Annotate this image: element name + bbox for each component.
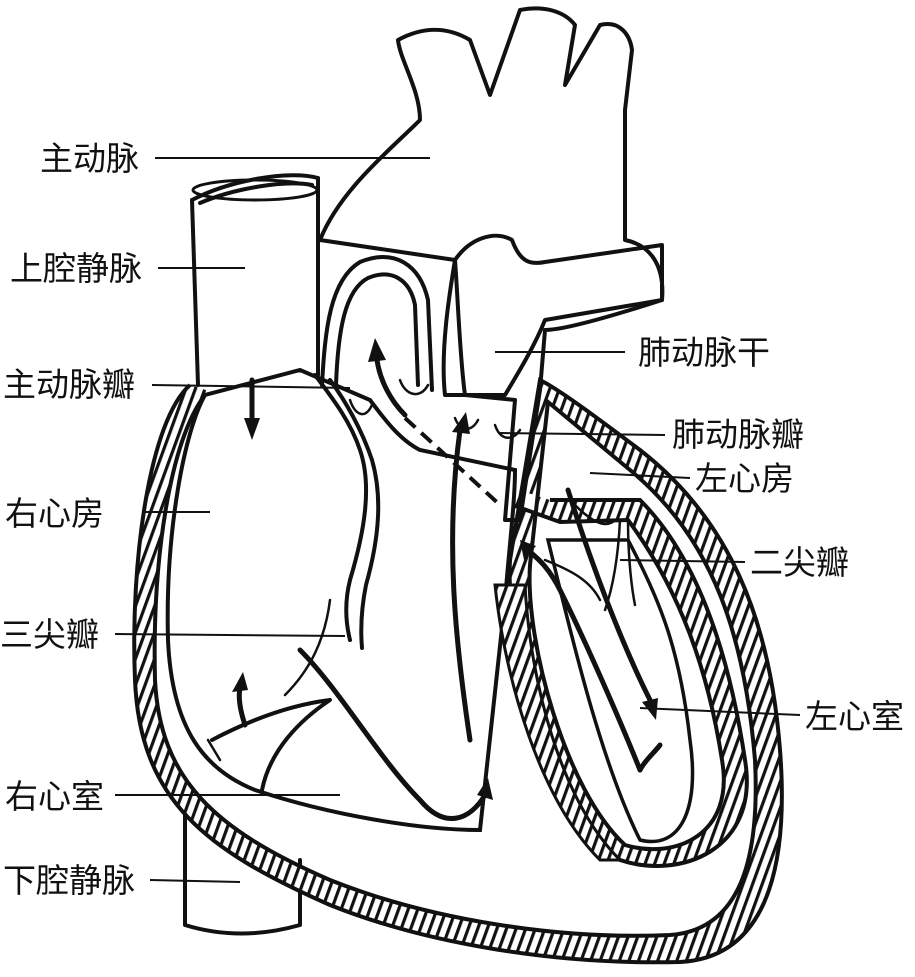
septum xyxy=(493,583,624,862)
label-aorta: 主动脉 xyxy=(40,139,139,178)
label-pulmonary-valve: 肺动脉瓣 xyxy=(672,415,804,454)
left-ventricle-cavity xyxy=(545,538,695,844)
pulmonary-trunk xyxy=(453,233,664,522)
heart-wall xyxy=(132,376,784,965)
label-right-atrium: 右心房 xyxy=(5,494,104,533)
label-pulmonary-trunk: 肺动脉干 xyxy=(638,333,770,372)
right-chambers xyxy=(165,367,518,833)
label-superior-vena-cava: 上腔静脉 xyxy=(10,249,142,288)
label-left-atrium: 左心房 xyxy=(695,459,794,498)
blood-flow-arrows xyxy=(232,338,663,821)
inferior-vena-cava xyxy=(183,788,302,936)
label-inferior-vena-cava: 下腔静脉 xyxy=(3,861,135,900)
label-left-ventricle: 左心室 xyxy=(805,697,904,736)
label-mitral-valve: 二尖瓣 xyxy=(750,543,849,582)
superior-vena-cava xyxy=(190,173,320,387)
label-tricuspid-valve: 三尖瓣 xyxy=(0,615,99,654)
label-right-ventricle: 右心室 xyxy=(5,777,104,816)
leader-lines xyxy=(114,157,801,883)
aorta-arch xyxy=(318,6,665,397)
label-aortic-valve: 主动脉瓣 xyxy=(3,365,135,404)
